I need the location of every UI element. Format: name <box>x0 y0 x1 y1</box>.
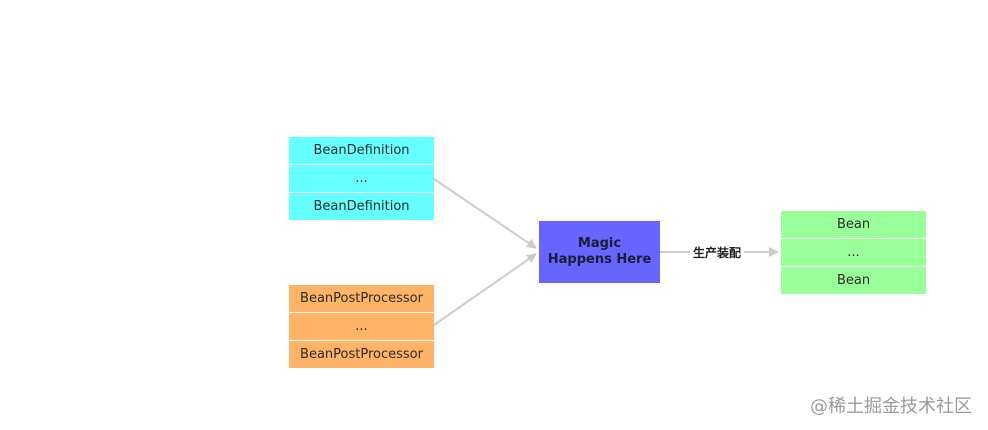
watermark-text: @稀土掘金技术社区 <box>810 396 972 417</box>
bean-cell: Bean <box>781 211 926 238</box>
magic-box-line1: Magic <box>577 236 622 251</box>
magic-box: Magic Happens Here <box>539 221 660 283</box>
arrow-definitions-to-magic <box>433 178 537 249</box>
bean-post-processor-cell: BeanPostProcessor <box>289 285 434 312</box>
bean-cell: Bean <box>781 267 926 294</box>
bean-definition-ellipsis-cell: ... <box>289 165 434 192</box>
bean-post-processor-ellipsis-cell: ... <box>289 313 434 340</box>
bean-stack: Bean ... Bean <box>781 211 926 294</box>
magic-box-line2: Happens Here <box>547 252 652 267</box>
bean-ellipsis-cell: ... <box>781 239 926 266</box>
bean-post-processor-cell: BeanPostProcessor <box>289 341 434 368</box>
bean-definition-stack: BeanDefinition ... BeanDefinition <box>289 137 434 220</box>
bean-definition-cell: BeanDefinition <box>289 193 434 220</box>
arrow-processors-to-magic <box>433 253 537 326</box>
edge-label-produce-assemble: 生产装配 <box>690 244 745 261</box>
bean-definition-cell: BeanDefinition <box>289 137 434 164</box>
bean-post-processor-stack: BeanPostProcessor ... BeanPostProcessor <box>289 285 434 368</box>
